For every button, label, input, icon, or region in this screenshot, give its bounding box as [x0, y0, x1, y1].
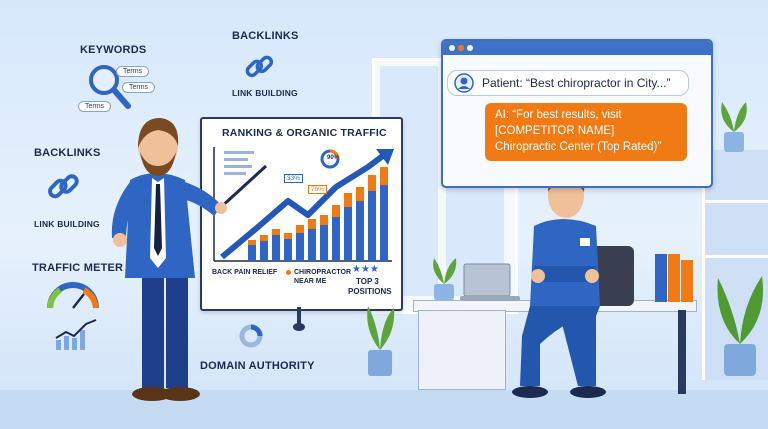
floor: [0, 390, 768, 429]
bookshelf-shelf: [702, 200, 768, 203]
presenter-man: [111, 118, 268, 401]
board-stand: [297, 307, 301, 329]
patient-message-bubble: Patient: “Best chiropractor in City...”: [447, 70, 689, 96]
chain-link-icon: [245, 55, 274, 78]
term-tag: Terms: [122, 82, 156, 93]
badge-33: 33%: [284, 174, 304, 183]
ai-response-bubble: AI: “For best results, visit [COMPETITOR…: [485, 103, 687, 161]
window-dot: [458, 45, 464, 51]
patient-message: Patient: “Best chiropractor in City...”: [482, 76, 671, 90]
backlinks-top-label: BACKLINKS: [232, 30, 299, 42]
window-dot: [467, 45, 473, 51]
bar-group: [248, 167, 388, 261]
ai-response-line: [COMPETITOR NAME]: [495, 125, 615, 137]
ai-response-line: Chiropractic Center (Top Rated)”: [495, 141, 662, 153]
legend-chiropractor: CHIROPRACTOR: [294, 269, 352, 276]
ai-response-line: AI: “For best results, visit: [495, 109, 622, 121]
chart-graphic: [213, 147, 394, 262]
domain-authority-label: DOMAIN AUTHORITY: [200, 360, 315, 372]
binder: [655, 254, 667, 302]
user-avatar-icon: [454, 73, 474, 93]
browser-titlebar: [443, 41, 711, 55]
link-building-top-label: LINK BUILDING: [232, 88, 298, 98]
ranking-chart-board: RANKING & ORGANIC TRAFFIC: [200, 117, 403, 311]
term-tag: Terms: [78, 101, 112, 112]
desk-panel: [418, 310, 506, 390]
trend-chart-icon: [55, 319, 97, 350]
bookshelf: [702, 150, 768, 380]
chart-title: RANKING & ORGANIC TRAFFIC: [222, 127, 387, 139]
stars-icon: ★★★: [352, 264, 379, 275]
gauge-icon: [47, 282, 99, 309]
binder: [681, 260, 693, 302]
desk-leg: [678, 310, 686, 394]
link-building-left-label: LINK BUILDING: [34, 219, 100, 229]
plant-pot: [433, 258, 457, 300]
badge-70: 70%: [308, 185, 328, 194]
binder: [668, 254, 680, 302]
term-tag: Terms: [116, 66, 150, 77]
traffic-meter-label: TRAFFIC METER: [32, 262, 124, 274]
keywords-label: KEYWORDS: [80, 44, 147, 56]
chain-link-icon: [48, 174, 79, 199]
backlinks-left-label: BACKLINKS: [34, 147, 101, 159]
plant-pot: [367, 306, 395, 376]
board-stand-foot: [293, 323, 305, 331]
magnifier-icon: [89, 65, 131, 109]
bookshelf-shelf: [702, 255, 768, 258]
legend-back-pain: BACK PAIN RELIEF: [212, 269, 278, 276]
laptop: [460, 263, 520, 301]
legend-dot-orange: [286, 270, 291, 275]
badge-90: 90%: [327, 155, 340, 161]
plant-pot: [721, 102, 747, 152]
plant-pot: [717, 276, 764, 376]
top3-label: TOP 3: [356, 277, 379, 286]
worried-chiropractor: [512, 171, 634, 398]
positions-label: POSITIONS: [348, 287, 392, 296]
donut-icon: [239, 324, 263, 348]
legend-near-me: NEAR ME: [294, 278, 327, 285]
window-dot: [449, 45, 455, 51]
